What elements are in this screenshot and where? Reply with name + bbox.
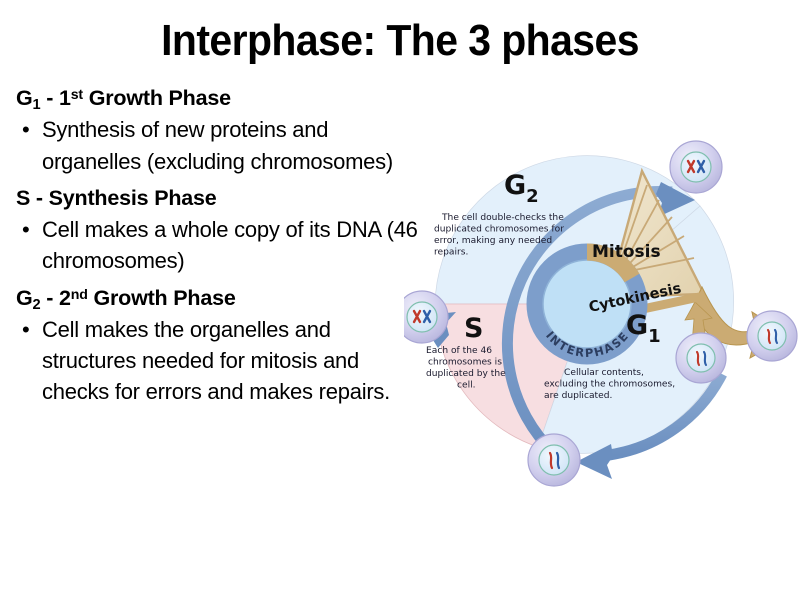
bullet-item-s: • Cell makes a whole copy of its DNA (46… <box>16 214 426 276</box>
section-s-heading: S - Synthesis Phase <box>16 185 217 210</box>
diagram-label-g2: G2 <box>504 170 539 207</box>
bullet-text-g1: Synthesis of new proteins and organelles… <box>42 117 393 174</box>
bullet-text-s: Cell makes a whole copy of its DNA (46 c… <box>42 217 418 274</box>
ring-arc-left <box>501 185 673 457</box>
diagram-description-g1: Cellular contents, excluding the chromos… <box>544 368 678 401</box>
bullet-marker: • <box>22 117 30 143</box>
chromosomes-duplicated-x <box>412 309 432 324</box>
cycle-ring-arrows <box>501 185 727 461</box>
chromosomes-duplicated-x <box>686 159 706 174</box>
nucleus <box>538 444 570 476</box>
interphase-ring-mitosis-segment <box>586 243 640 283</box>
nucleus <box>680 151 712 183</box>
g2-heading-rest-pre: - 2 <box>40 285 71 310</box>
page-title: Interphase: The 3 phases <box>161 16 639 65</box>
bullet-text-g2: Cell makes the organelles and structures… <box>42 317 391 405</box>
diagram-label-g1-main: G <box>626 310 648 341</box>
g2-heading-main: G <box>16 285 33 310</box>
nucleus <box>406 301 438 333</box>
ring-arc-right <box>608 371 727 461</box>
g1-heading-rest-pre: - 1 <box>40 86 71 110</box>
g2-heading-rest-post: Growth Phase <box>87 285 236 310</box>
section-g2: G2 - 2nd Growth Phase • Cell makes the o… <box>16 286 426 408</box>
cell-g2-top <box>669 140 723 194</box>
g1-heading-rest-post: Growth Phase <box>82 86 231 110</box>
bullet-marker: • <box>22 217 30 243</box>
cell-daughter-right-near <box>675 332 727 384</box>
diagram-label-s: S <box>464 313 483 344</box>
chromosomes-single-strands <box>766 328 779 345</box>
interphase-ring: INTERPHASE <box>526 243 648 365</box>
nucleus <box>686 343 716 373</box>
ring-arrowhead-bottom <box>576 444 613 479</box>
section-g1-heading: G1 - 1st Growth Phase <box>16 86 426 114</box>
diagram-label-g2-sub: 2 <box>526 186 539 207</box>
cell-s-left <box>404 290 449 344</box>
nucleus <box>757 321 787 351</box>
bullet-item-g1: • Synthesis of new proteins and organell… <box>16 114 426 176</box>
chromosomes-single-strands <box>548 451 561 470</box>
bullet-item-g2: • Cell makes the organelles and structur… <box>16 314 426 408</box>
cell-g1-bottom <box>527 433 581 487</box>
section-g1: G1 - 1st Growth Phase • Synthesis of new… <box>16 86 426 177</box>
section-g2-heading: G2 - 2nd Growth Phase <box>16 285 426 313</box>
diagram-label-mitosis: Mitosis <box>592 242 661 262</box>
diagram-label-g1: G1 <box>626 310 661 347</box>
diagram-label-g2-main: G <box>504 170 526 201</box>
cell-daughter-right-far <box>746 310 798 362</box>
diagram-label-g1-sub: 1 <box>648 326 661 347</box>
g1-heading-main: G <box>16 86 33 110</box>
content-text-column: G1 - 1st Growth Phase • Synthesis of new… <box>16 86 426 414</box>
chromosomes-single-strands <box>695 350 708 367</box>
g2-heading-sup: nd <box>70 286 88 303</box>
bullet-marker: • <box>22 317 30 343</box>
ring-arrowhead-top <box>656 182 695 217</box>
cell-cycle-diagram: INTERPHASE G2 G1 S Mitosis Cytokinesis T… <box>404 122 800 488</box>
g2-heading-sub: 2 <box>32 296 41 313</box>
section-s: S - Synthesis Phase • Cell makes a whole… <box>16 186 426 277</box>
g1-heading-sup: st <box>70 87 83 104</box>
g1-heading-sub: 1 <box>32 97 41 114</box>
diagram-description-g2: The cell double-checks the duplicated ch… <box>434 213 567 258</box>
diagram-description-s: Each of the 46 chromosomes is duplicated… <box>426 346 509 391</box>
